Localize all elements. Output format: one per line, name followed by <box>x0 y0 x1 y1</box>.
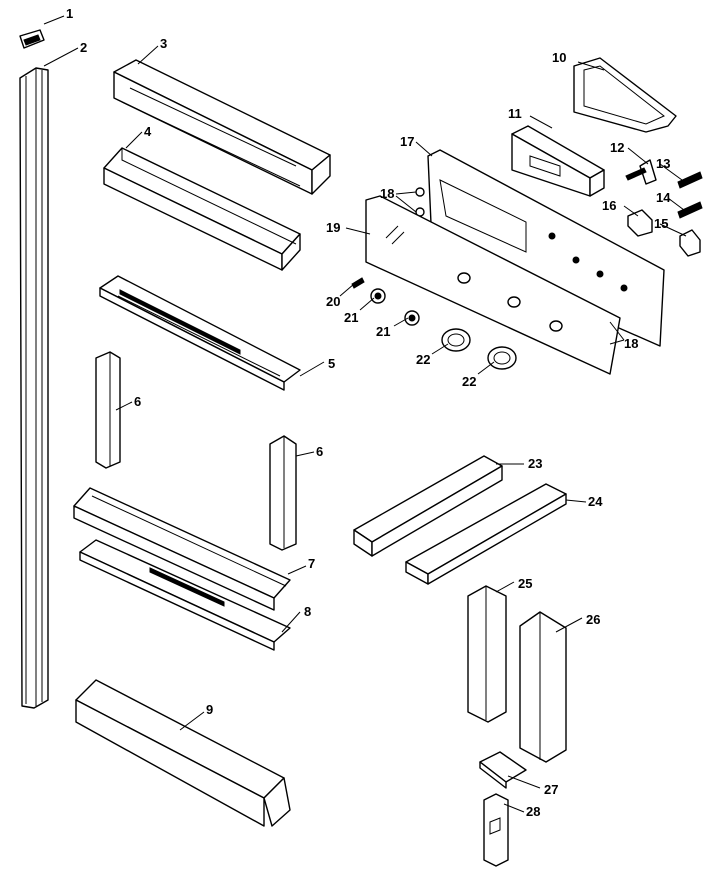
part-2-side-trim[interactable] <box>19 67 49 709</box>
callout-25: 25 <box>518 576 532 591</box>
part-10-window-frame[interactable] <box>573 57 677 133</box>
callout-18-upper: 18 <box>380 186 394 201</box>
part-18-screw-upper[interactable] <box>415 187 425 217</box>
callout-7: 7 <box>308 556 315 571</box>
part-15-block[interactable] <box>679 229 701 257</box>
part-6-post-right[interactable] <box>269 435 297 551</box>
callout-4: 4 <box>144 124 152 139</box>
part-25-vertical-channel[interactable] <box>467 585 507 723</box>
callout-24: 24 <box>588 494 603 509</box>
callout-1: 1 <box>66 6 73 21</box>
part-8-lower-bracket[interactable] <box>79 539 291 651</box>
part-19-control-panel-front[interactable] <box>365 195 621 375</box>
part-7-front-channel[interactable] <box>73 487 291 611</box>
part-20-screw[interactable] <box>351 277 365 289</box>
part-22-knob-right[interactable] <box>487 346 517 370</box>
callout-19: 19 <box>326 220 340 235</box>
callout-2: 2 <box>80 40 87 55</box>
part-11-display-module[interactable] <box>511 125 605 197</box>
callout-15: 15 <box>654 216 668 231</box>
callout-9: 9 <box>206 702 213 717</box>
part-9-bottom-channel[interactable] <box>75 679 291 827</box>
leader-lines <box>43 15 687 813</box>
callout-10: 10 <box>552 50 566 65</box>
callout-21-left: 21 <box>344 310 358 325</box>
callout-12: 12 <box>610 140 624 155</box>
callout-28: 28 <box>526 804 540 819</box>
callout-16: 16 <box>602 198 616 213</box>
part-27-bracket[interactable] <box>479 751 527 789</box>
part-14-spring[interactable] <box>677 201 703 219</box>
part-26-vertical-channel[interactable] <box>519 611 567 763</box>
callout-22-left: 22 <box>416 352 430 367</box>
callout-20: 20 <box>326 294 340 309</box>
callout-27: 27 <box>544 782 558 797</box>
part-13-spring[interactable] <box>677 171 703 189</box>
part-24-channel[interactable] <box>405 483 567 585</box>
callout-17: 17 <box>400 134 414 149</box>
part-16-switch[interactable] <box>627 209 653 237</box>
callout-22-right: 22 <box>462 374 476 389</box>
callout-21-right: 21 <box>376 324 390 339</box>
part-28-post[interactable] <box>483 793 509 867</box>
part-6-post-left[interactable] <box>95 351 121 469</box>
callout-23: 23 <box>528 456 542 471</box>
callout-labels: 1 2 3 4 5 6 6 7 8 9 10 11 12 13 14 15 16… <box>66 6 671 819</box>
part-4-channel[interactable] <box>103 147 301 271</box>
callout-13: 13 <box>656 156 670 171</box>
part-23-channel[interactable] <box>353 455 503 557</box>
part-3-top-channel[interactable] <box>113 59 331 195</box>
callout-26: 26 <box>586 612 600 627</box>
part-12-clip[interactable] <box>625 159 657 185</box>
callout-5: 5 <box>328 356 335 371</box>
callout-3: 3 <box>160 36 167 51</box>
part-1-clip[interactable] <box>19 29 45 49</box>
callout-18-lower: 18 <box>624 336 638 351</box>
callout-14: 14 <box>656 190 671 205</box>
callout-6-right: 6 <box>316 444 323 459</box>
callout-11: 11 <box>508 106 522 121</box>
part-5-bracket[interactable] <box>99 275 301 391</box>
part-22-knob-left[interactable] <box>441 328 471 352</box>
callout-8: 8 <box>304 604 311 619</box>
callout-6-left: 6 <box>134 394 141 409</box>
part-21-shaft-left[interactable] <box>370 288 386 304</box>
part-21-shaft-right[interactable] <box>404 310 420 326</box>
